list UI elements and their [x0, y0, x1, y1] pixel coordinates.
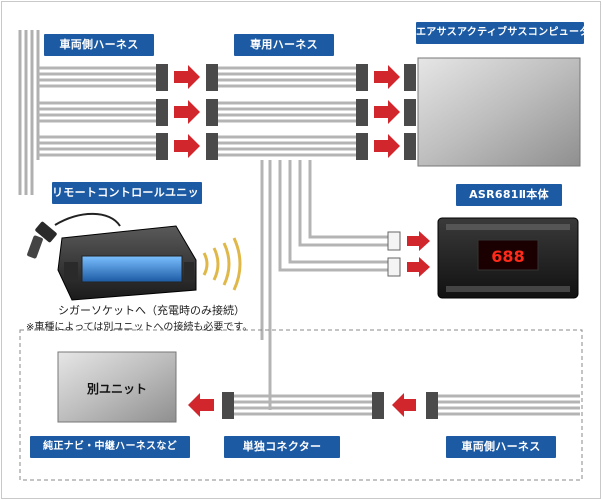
asr-unit-label: ASR681Ⅱ本体 [456, 184, 562, 206]
genuine-navi-harness-label: 純正ナビ・中継ハーネスなど [30, 436, 190, 458]
dedicated-harness-connectors-right [356, 64, 368, 160]
dedicated-harness-label: 専用ハーネス [234, 34, 334, 56]
air-suspension-computer-box [417, 57, 581, 167]
dedicated-harness-connectors-left [206, 64, 218, 160]
arrow-right-icon [374, 65, 400, 158]
asr-plug-connectors [387, 231, 401, 277]
separate-unit-box [57, 351, 177, 423]
arrow-left-icon [188, 393, 416, 417]
arrow-right-icon [174, 65, 200, 158]
branch-wires-to-asr [260, 160, 390, 410]
remote-control-device [57, 225, 197, 301]
vehicle-harness-wires [38, 66, 158, 157]
cigar-plug-icon [27, 212, 121, 259]
air-suspension-computer-label: エアサスアクティブサスコンピューター [416, 22, 600, 44]
signal-waves-icon [202, 237, 242, 291]
vehicle-harness-top-label: 車両側ハーネス [44, 34, 154, 56]
separate-unit-label: 別ユニット [86, 382, 147, 396]
asr-display-digits: 688 [491, 247, 524, 266]
bottom-connectors [222, 392, 438, 419]
dedicated-harness-wires [218, 66, 358, 157]
standalone-connector-label: 単独コネクター [224, 436, 340, 458]
computer-connectors [404, 64, 416, 160]
vehicle-side-connectors [156, 64, 168, 160]
vehicle-model-note: ※車種によっては別ユニットへの接続も必要です。 [26, 322, 253, 333]
vehicle-harness-bottom-label: 車両側ハーネス [446, 436, 556, 458]
vehicle-harness-bundle [18, 30, 40, 195]
optional-connection-region [19, 329, 583, 481]
asr-unit-device [437, 217, 579, 299]
remote-unit-label: リモートコントロールユニット [52, 182, 210, 204]
arrow-right-icon [407, 231, 430, 277]
bottom-harness-wires [232, 394, 580, 416]
cigar-socket-note: シガーソケットへ（充電時のみ接続） [58, 304, 245, 317]
